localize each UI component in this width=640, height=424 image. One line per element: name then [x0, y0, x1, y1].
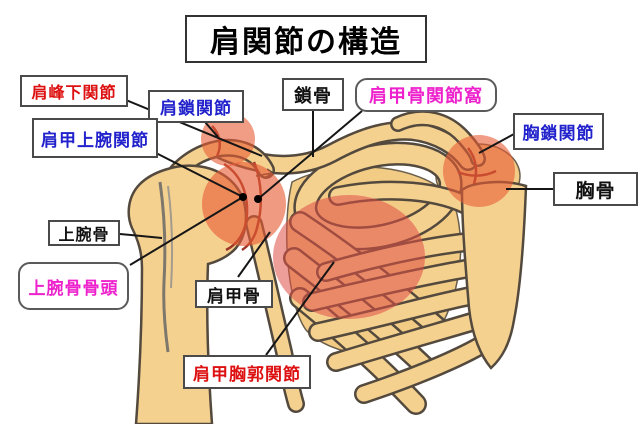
sternum-bone: [460, 180, 528, 370]
label-acromioclavicular-joint: 肩鎖関節: [148, 90, 244, 123]
clavicle-bone: [212, 110, 486, 175]
label-subacromial-joint: 肩峰下関節: [20, 75, 128, 107]
label-humeral-head: 上腕骨骨頭: [18, 262, 129, 310]
label-sternoclavicular-joint: 胸鎖関節: [513, 113, 604, 150]
highlight-glenohumeral-joint: [202, 162, 286, 246]
highlight-scapulothoracic-joint: [273, 195, 425, 319]
leader-sternoclavicular-joint: [478, 133, 515, 154]
label-clavicle: 鎖骨: [282, 78, 344, 111]
label-glenohumeral-joint: 肩甲上腕関節: [32, 118, 158, 158]
humerus-groove-shading: [158, 181, 173, 353]
highlight-sternoclavicular-joint: [443, 135, 515, 207]
label-scapula: 肩甲骨: [195, 280, 273, 308]
highlight-acromioclavicular-joint: [201, 112, 255, 166]
leader-lines: [119, 99, 553, 356]
label-humerus: 上腕骨: [48, 220, 120, 246]
leader-glenohumeral-joint: [155, 152, 244, 198]
leader-humerus: [119, 233, 163, 239]
label-sternum: 胸骨: [553, 172, 638, 206]
label-glenoid-fossa: 肩甲骨関節窩: [355, 78, 497, 112]
leader-acromioclavicular-joint: [204, 121, 219, 138]
joint-marker-dot-glenoid: [254, 195, 262, 203]
joint-marker-dot-humeral-head: [239, 193, 247, 201]
diagram-title: 肩関節の構造: [185, 15, 427, 63]
leader-humeral-head: [129, 196, 244, 266]
label-scapulothoracic-joint: 肩甲胸郭関節: [183, 355, 311, 389]
leader-scapula: [237, 231, 271, 278]
leader-scapulothoracic-joint: [265, 261, 335, 356]
leader-glenoid-fossa: [257, 110, 363, 200]
